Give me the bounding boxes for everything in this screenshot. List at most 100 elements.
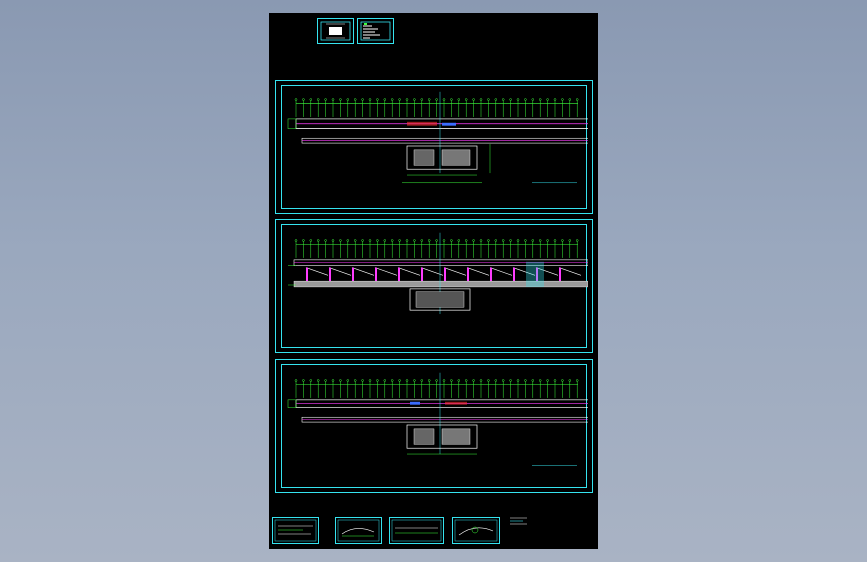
column-mark: [306, 267, 308, 282]
panel-inner-frame: [281, 224, 588, 348]
grid-bubble: [339, 379, 342, 382]
grid-bubble: [575, 379, 579, 382]
grid-bubble: [361, 239, 364, 242]
grid-bubble: [368, 379, 372, 382]
grid-bubble: [324, 379, 327, 382]
thumbnail-1[interactable]: [272, 517, 319, 544]
grid-bubble: [450, 239, 453, 242]
thumbnail-drawing: [391, 519, 442, 542]
grid-bubble: [501, 98, 505, 101]
grid-bubble: [413, 98, 416, 101]
thumbnail-3[interactable]: [389, 517, 444, 544]
thumbnail-2[interactable]: [335, 517, 382, 544]
grid-bubble: [294, 379, 298, 382]
grid-bubble: [413, 239, 416, 242]
grid-bubble: [405, 98, 409, 101]
vault-arch: [466, 267, 490, 276]
grid-bubble: [316, 98, 320, 101]
grid-bubble: [464, 379, 468, 382]
column-mark: [421, 267, 423, 282]
grid-bubble: [450, 379, 453, 382]
grid-bubble: [479, 239, 483, 242]
column-mark: [444, 267, 446, 282]
grid-bubble: [383, 379, 387, 382]
column-mark: [375, 267, 377, 282]
grid-bubble: [531, 239, 535, 242]
floor-plan-2: [288, 232, 588, 315]
grid-bubble: [309, 379, 313, 382]
vault-arch: [397, 267, 421, 276]
grid-bubble: [457, 98, 461, 101]
grid-bubble: [494, 98, 498, 101]
floor-plan-3: [287, 372, 588, 466]
grid-bubble: [442, 239, 446, 242]
grid-bubble: [553, 379, 557, 382]
grid-bubble: [442, 98, 446, 101]
grid-bubble: [390, 379, 394, 382]
grid-bubble: [398, 98, 401, 101]
grid-bubble: [339, 239, 342, 242]
grid-bubble: [538, 98, 542, 101]
grid-bubble: [302, 239, 305, 242]
grid-bubble: [346, 379, 350, 382]
grid-bubble: [361, 379, 364, 382]
grid-bubble: [494, 239, 498, 242]
grid-bubble: [479, 379, 483, 382]
column-mark: [536, 267, 538, 282]
grid-bubble: [509, 98, 512, 101]
grid-bubble: [383, 239, 387, 242]
grid-bubble: [302, 379, 305, 382]
plan-panel-1[interactable]: [275, 80, 593, 214]
column-mark: [398, 267, 400, 282]
grid-bubble: [561, 379, 564, 382]
grid-bubble: [464, 98, 468, 101]
grid-bubble: [479, 98, 483, 101]
grid-bubble: [524, 98, 527, 101]
grid-bubble: [538, 239, 542, 242]
grid-bubble: [383, 98, 387, 101]
grid-bubble: [575, 239, 579, 242]
grid-bubble: [501, 379, 505, 382]
grid-bubble: [353, 379, 357, 382]
grid-bubble: [420, 98, 424, 101]
grid-bubble: [346, 98, 350, 101]
grid-bubble: [427, 98, 431, 101]
vault-arch: [420, 267, 444, 276]
grid-bubble: [398, 239, 401, 242]
legend-table: [360, 21, 391, 41]
grid-bubble: [575, 98, 579, 101]
grid-bubble: [487, 239, 490, 242]
thumbnail-4[interactable]: [452, 517, 500, 544]
grid-bubble: [339, 98, 342, 101]
grid-bubble: [472, 379, 475, 382]
grid-bubble: [546, 98, 549, 101]
thumbnail-drawing: [337, 519, 380, 542]
grid-bubble: [398, 379, 401, 382]
legend-symbol: [320, 21, 351, 41]
grid-bubble: [501, 239, 505, 242]
grid-bubble: [331, 379, 335, 382]
grid-bubble: [538, 379, 542, 382]
drawing-sheet[interactable]: [269, 13, 598, 549]
grid-bubble: [413, 379, 416, 382]
vault-arch: [305, 267, 329, 276]
grid-bubble: [487, 98, 490, 101]
grid-bubble: [509, 239, 512, 242]
column-mark: [467, 267, 469, 282]
column-mark: [490, 267, 492, 282]
plan-panel-3[interactable]: [275, 359, 593, 493]
grid-bubble: [516, 379, 520, 382]
plan-panel-2[interactable]: [275, 219, 593, 353]
grid-bubble: [546, 239, 549, 242]
vault-arch: [328, 267, 352, 276]
grid-bubble: [450, 98, 453, 101]
vault-arch: [351, 267, 375, 276]
panel-inner-frame: [281, 85, 588, 209]
grid-bubble: [509, 379, 512, 382]
vault-arch: [443, 267, 467, 276]
vault-arch: [489, 267, 513, 276]
grid-bubble: [331, 98, 335, 101]
grid-bubble: [561, 239, 564, 242]
grid-bubble: [561, 98, 564, 101]
